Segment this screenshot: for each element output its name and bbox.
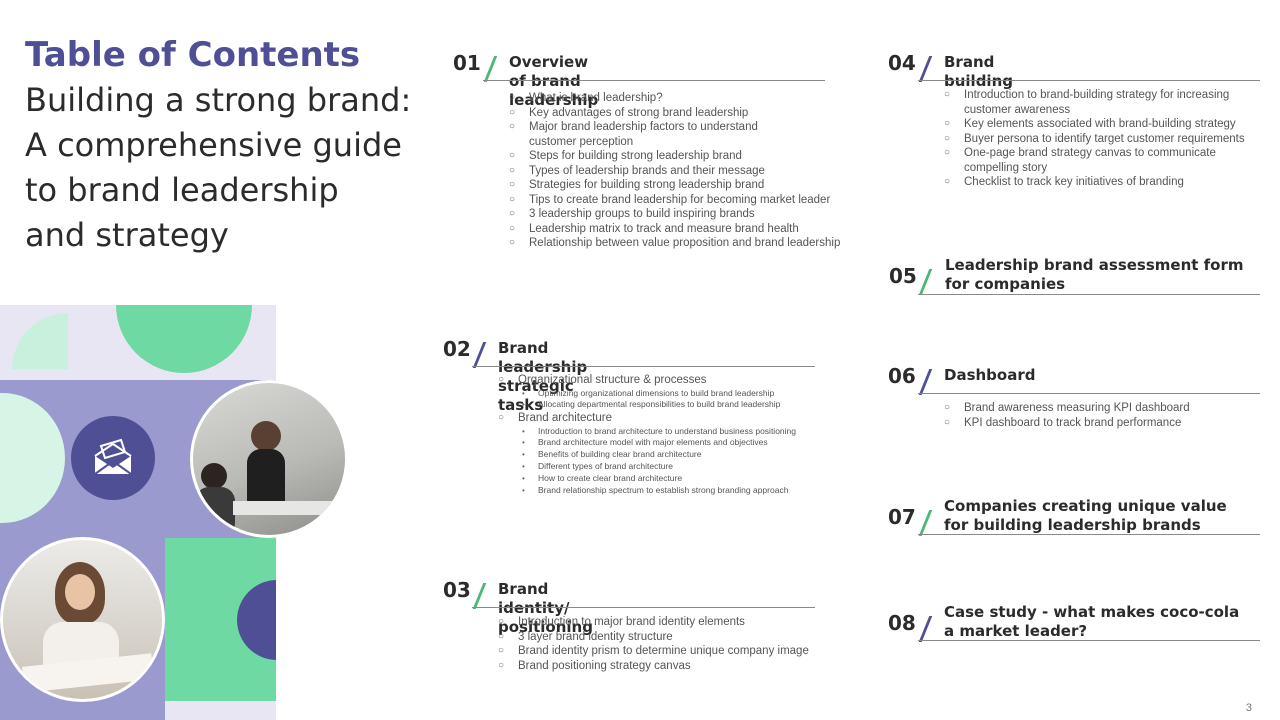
section-title[interactable]: Brand building	[944, 53, 1013, 90]
section-divider	[483, 80, 825, 81]
section-divider	[472, 366, 815, 367]
list-item[interactable]: Key advantages of strong brand leadershi…	[509, 106, 864, 121]
section-slash	[918, 369, 933, 395]
list-item[interactable]: 3 leadership groups to build inspiring b…	[509, 207, 864, 222]
section-divider	[918, 393, 1260, 394]
sub-items: Introduction to brand architecture to un…	[518, 426, 838, 497]
list-item[interactable]: Strategies for building strong leadershi…	[509, 178, 864, 193]
section-items: What is brand leadership? Key advantages…	[509, 91, 864, 251]
title-block: Table of Contents Building a strong bran…	[25, 34, 435, 258]
section-title[interactable]: Companies creating unique value for buil…	[944, 497, 1227, 534]
list-item[interactable]: Major brand leadership factors to unders…	[509, 120, 789, 149]
section-number: 04	[888, 51, 916, 75]
section-divider	[918, 80, 1260, 81]
list-item[interactable]: KPI dashboard to track brand performance	[944, 416, 1264, 431]
list-item[interactable]: Relationship between value proposition a…	[509, 236, 864, 251]
section-divider	[918, 640, 1260, 641]
list-item[interactable]: Brand positioning strategy canvas	[498, 659, 838, 674]
section-slash	[483, 56, 498, 82]
section-divider	[472, 607, 815, 608]
section-number: 08	[888, 611, 916, 635]
section-slash	[918, 510, 933, 536]
section-slash	[918, 269, 933, 295]
meeting-photo	[190, 380, 348, 538]
section-divider	[918, 294, 1260, 295]
section-divider	[918, 534, 1260, 535]
list-item[interactable]: One-page brand strategy canvas to commun…	[944, 146, 1254, 175]
green-quarter-circle	[12, 313, 68, 369]
page-title: Table of Contents	[25, 35, 361, 75]
section-title[interactable]: Leadership brand assessment form for com…	[945, 256, 1244, 293]
sub-item[interactable]: Brand relationship spectrum to establish…	[518, 485, 838, 497]
list-item[interactable]: Introduction to brand-building strategy …	[944, 88, 1254, 117]
green-half-circle-top	[116, 305, 252, 373]
list-item[interactable]: Tips to create brand leadership for beco…	[509, 193, 864, 208]
list-item[interactable]: Key elements associated with brand-build…	[944, 117, 1264, 132]
section-items: Organizational structure & processes Opt…	[498, 373, 838, 496]
section-slash	[918, 56, 933, 82]
icon-badge	[71, 416, 155, 500]
sub-item[interactable]: How to create clear brand architecture	[518, 473, 838, 485]
page-number: 3	[1245, 702, 1252, 714]
sub-item[interactable]: Benefits of building clear brand archite…	[518, 449, 838, 461]
list-item[interactable]: 3 layer brand identity structure	[498, 630, 838, 645]
list-item[interactable]: What is brand leadership?	[509, 91, 864, 106]
group-label: Brand architecture	[518, 412, 612, 425]
list-item[interactable]: Steps for building strong leadership bra…	[509, 149, 864, 164]
list-item[interactable]: Brand architecture Introduction to brand…	[498, 411, 838, 496]
mail-envelope-icon	[94, 438, 132, 475]
section-title[interactable]: Case study - what makes coco-cola a mark…	[944, 603, 1240, 640]
student-photo	[0, 537, 165, 702]
list-item[interactable]: Brand identity prism to determine unique…	[498, 644, 838, 659]
section-slash	[918, 616, 933, 642]
section-number: 03	[443, 578, 471, 602]
list-item[interactable]: Checklist to track key initiatives of br…	[944, 175, 1264, 190]
section-items: Introduction to brand-building strategy …	[944, 88, 1264, 190]
sub-item[interactable]: Brand architecture model with major elem…	[518, 437, 838, 449]
section-items: Introduction to major brand identity ele…	[498, 615, 838, 673]
list-item[interactable]: Leadership matrix to track and measure b…	[509, 222, 864, 237]
sub-item[interactable]: Introduction to brand architecture to un…	[518, 426, 838, 438]
list-item[interactable]: Introduction to major brand identity ele…	[498, 615, 838, 630]
sub-item[interactable]: Optimizing organizational dimensions to …	[518, 388, 838, 400]
list-item[interactable]: Organizational structure & processes Opt…	[498, 373, 838, 411]
section-slash	[472, 583, 487, 609]
section-number: 05	[889, 264, 917, 288]
section-number: 07	[888, 505, 916, 529]
list-item[interactable]: Types of leadership brands and their mes…	[509, 164, 864, 179]
list-item[interactable]: Brand awareness measuring KPI dashboard	[944, 401, 1264, 416]
section-number: 01	[453, 51, 481, 75]
page-subtitle: Building a strong brand: A comprehensive…	[25, 81, 412, 254]
list-item[interactable]: Buyer persona to identify target custome…	[944, 132, 1264, 147]
section-number: 02	[443, 337, 471, 361]
section-title[interactable]: Dashboard	[944, 366, 1036, 384]
section-items: Brand awareness measuring KPI dashboard …	[944, 401, 1264, 430]
sub-item[interactable]: Different types of brand architecture	[518, 461, 838, 473]
section-number: 06	[888, 364, 916, 388]
sub-item[interactable]: Allocating departmental responsibilities…	[518, 399, 838, 411]
sub-items: Optimizing organizational dimensions to …	[518, 388, 838, 412]
section-slash	[472, 342, 487, 368]
group-label: Organizational structure & processes	[518, 374, 707, 386]
